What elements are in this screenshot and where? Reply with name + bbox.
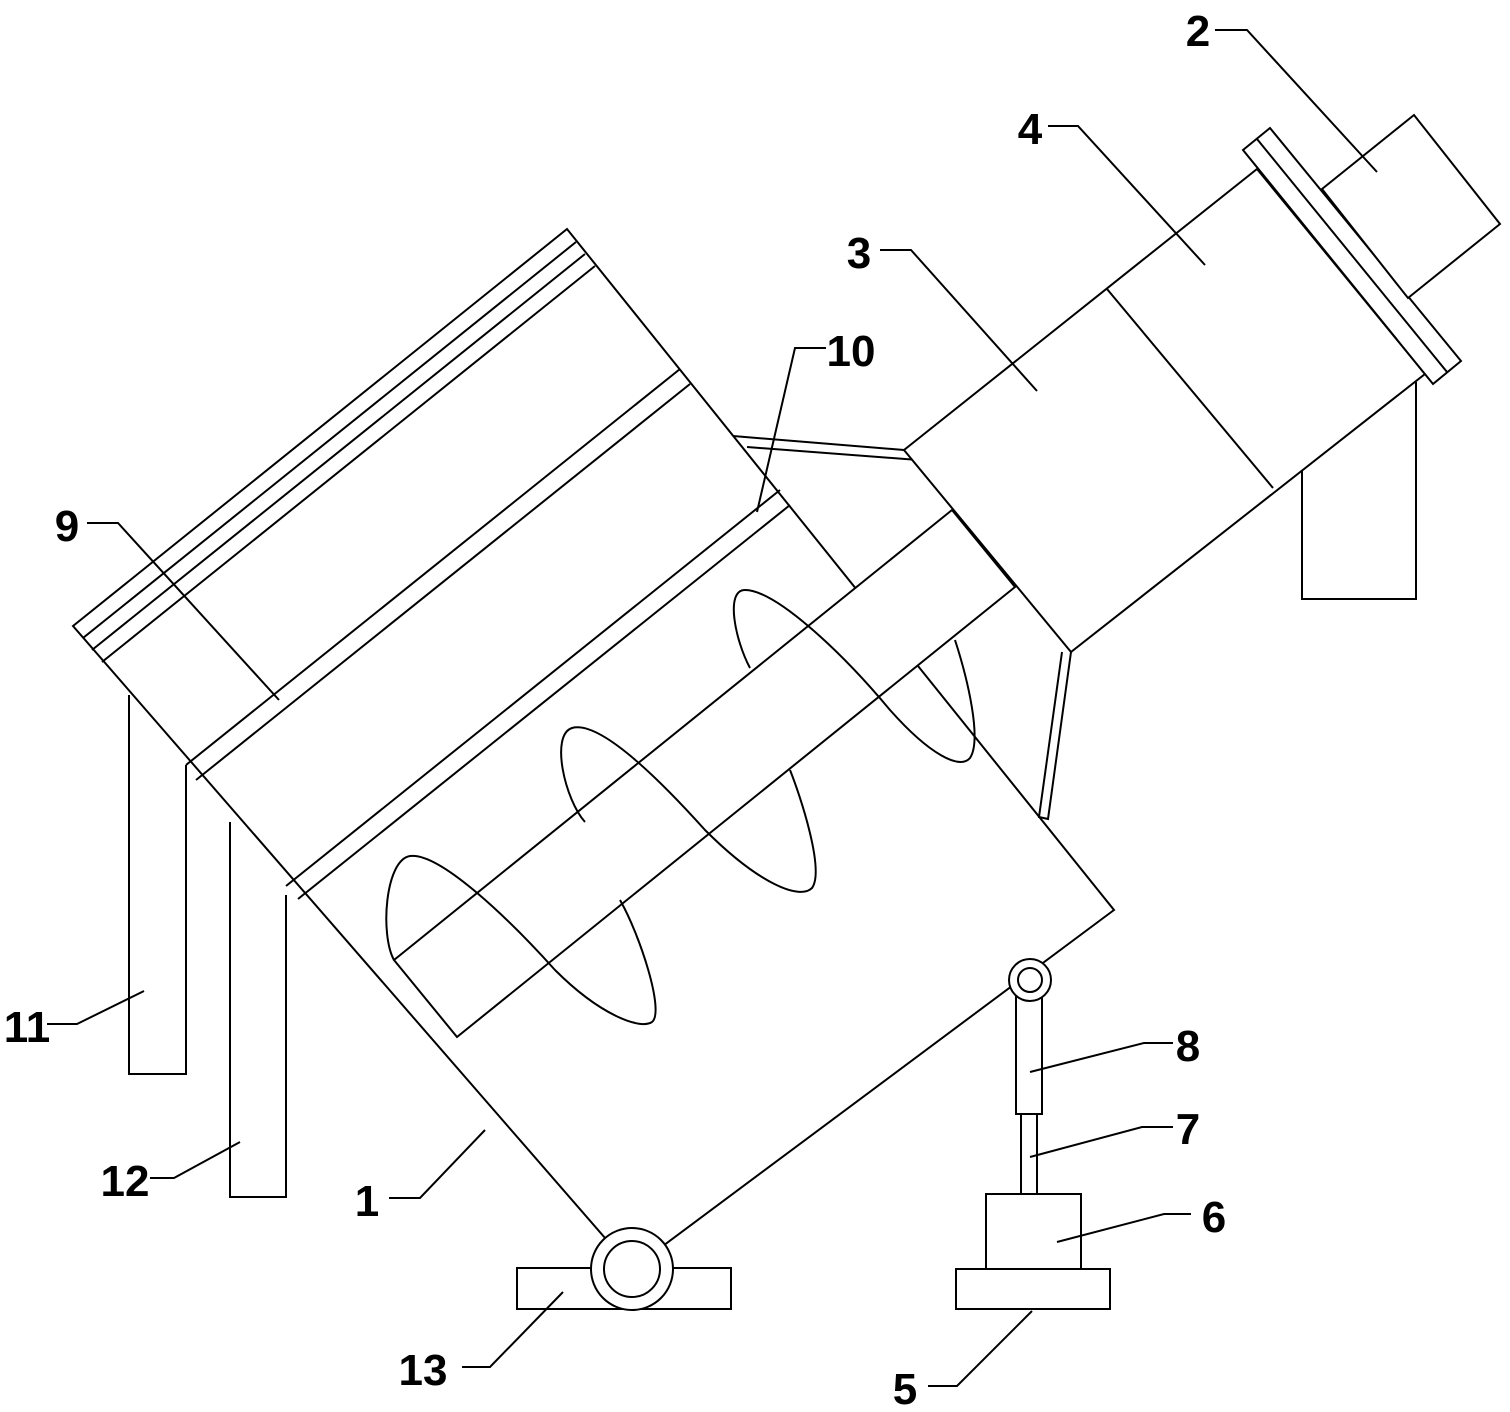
screw-shaft (392, 508, 1017, 1039)
support-leg-12 (229, 822, 287, 1198)
label-8: 8 (1176, 1022, 1200, 1071)
label-1: 1 (355, 1177, 379, 1226)
reference-numerals: 2 4 3 10 9 11 12 1 13 5 6 7 8 (4, 7, 1227, 1412)
label-6: 6 (1202, 1193, 1226, 1242)
label-5: 5 (893, 1365, 917, 1407)
helical-flights (385, 588, 976, 1026)
label-4: 4 (1018, 105, 1043, 154)
pivot-base (516, 1227, 732, 1311)
label-9: 9 (55, 502, 79, 551)
label-11: 11 (4, 1003, 51, 1052)
label-12: 12 (101, 1157, 150, 1206)
flange-plate (1241, 126, 1463, 386)
label-10: 10 (827, 327, 876, 376)
drive-support (1301, 382, 1417, 600)
label-7: 7 (1176, 1105, 1200, 1154)
lift-cylinder (955, 958, 1111, 1310)
label-2: 2 (1186, 7, 1210, 56)
support-leg-11 (128, 695, 187, 1075)
label-3: 3 (847, 229, 871, 278)
label-13: 13 (399, 1346, 448, 1395)
leader-lines (47, 29, 1378, 1387)
